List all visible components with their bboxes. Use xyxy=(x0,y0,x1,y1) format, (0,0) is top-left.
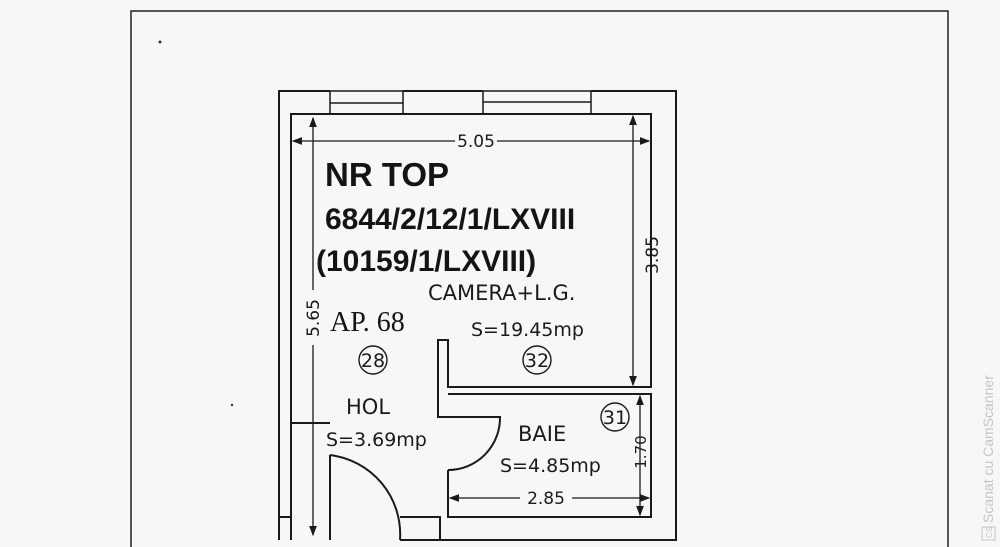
room-number-hol: 28 xyxy=(361,350,385,372)
room-number-circle xyxy=(358,345,388,375)
dimension-camera-height: 3.85 xyxy=(643,236,663,274)
speck xyxy=(230,403,234,407)
room-number-baie: 31 xyxy=(603,407,627,429)
dimension-baie-height: 1.70 xyxy=(632,435,650,468)
room-area-hol: S=3.69mp xyxy=(326,429,427,451)
room-name-baie: BAIE xyxy=(518,422,566,446)
entrance-door-swing xyxy=(329,454,402,541)
dimension-width-total: 5.05 xyxy=(457,132,495,152)
camscanner-watermark: CS Scanat cu CamScanner xyxy=(980,375,996,541)
door-baie-swing xyxy=(447,416,502,471)
room-number-camera: 32 xyxy=(525,350,549,372)
room-area-baie: S=4.85mp xyxy=(500,455,601,477)
room-name-camera: CAMERA+L.G. xyxy=(428,281,575,305)
camscanner-badge: CS xyxy=(985,527,994,538)
title-cadastral-number: 6844/2/12/1/LXVIII xyxy=(325,203,575,236)
sheet-border xyxy=(130,10,949,547)
room-name-hol: HOL xyxy=(346,395,390,419)
dimension-baie-width: 2.85 xyxy=(527,489,565,509)
apartment-label: AP. 68 xyxy=(330,307,405,338)
title-old-number: (10159/1/LXVIII) xyxy=(316,245,536,278)
watermark-text: Scanat cu CamScanner xyxy=(980,375,996,523)
room-number-circle xyxy=(522,345,552,375)
walls xyxy=(278,90,677,541)
dimension-total-height: 5.65 xyxy=(304,299,324,337)
speck xyxy=(158,40,162,44)
dimension-lines xyxy=(291,114,651,537)
camscanner-logo-icon xyxy=(981,526,996,541)
title-nr-top: NR TOP xyxy=(325,156,449,193)
room-area-camera: S=19.45mp xyxy=(471,319,584,341)
room-number-circle xyxy=(600,402,630,432)
